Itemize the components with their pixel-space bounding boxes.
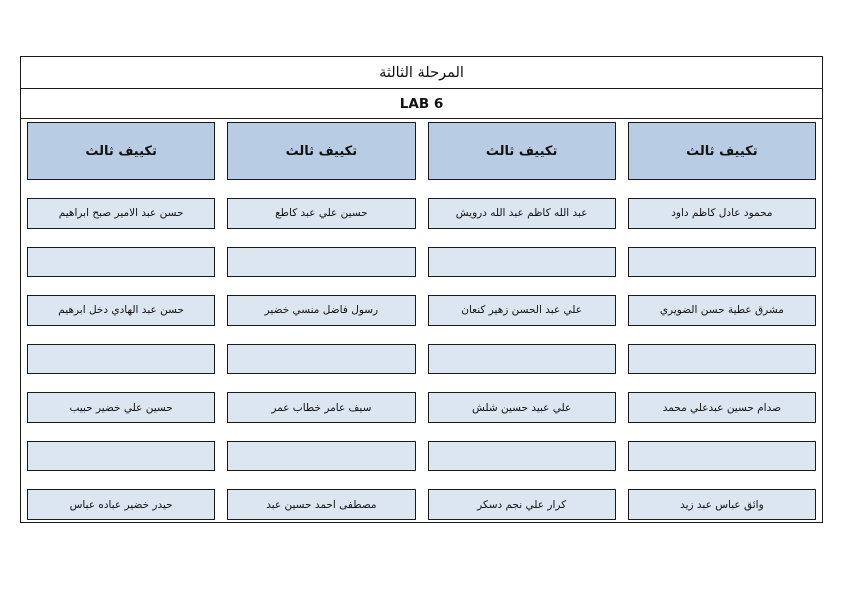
row-gap <box>622 180 822 198</box>
student-name: علي عبد الحسن زهير كنعان <box>461 304 583 317</box>
group-column-2: تكييف ثالث عبد الله كاظم عبد الله درويش … <box>422 119 622 520</box>
row-gap <box>221 423 421 441</box>
student-cell[interactable]: حسن عبد الامير صبح ابراهيم <box>27 198 216 229</box>
student-cell[interactable]: علي عبيد حسين شلش <box>427 392 616 423</box>
student-name: محمود عادل كاظم داود <box>671 207 773 220</box>
student-name: سيف عامر خطاب عمر <box>271 401 372 414</box>
student-cell[interactable] <box>627 343 816 375</box>
row-gap <box>221 326 421 344</box>
student-cell[interactable] <box>627 440 816 472</box>
row-gap <box>422 326 622 344</box>
student-cell[interactable]: صدام حسين عبدعلي محمد <box>627 392 816 423</box>
group-column-1: تكييف ثالث محمود عادل كاظم داود مشرق عطي… <box>622 119 822 520</box>
student-name: عبد الله كاظم عبد الله درويش <box>455 207 588 220</box>
student-name: حسن عبد الهادي دخل ابرهيم <box>58 304 184 317</box>
group-header-label: تكييف ثالث <box>85 143 157 159</box>
row-gap <box>622 471 822 489</box>
row-gap <box>21 326 221 344</box>
student-cell[interactable]: حسين علي خضير حبيب <box>27 392 216 423</box>
row-gap <box>21 471 221 489</box>
row-gap <box>221 374 421 392</box>
row-gap <box>622 229 822 247</box>
student-name: حسن عبد الامير صبح ابراهيم <box>58 207 184 220</box>
row-gap <box>21 180 221 198</box>
row-gap <box>622 374 822 392</box>
student-cell[interactable]: علي عبد الحسن زهير كنعان <box>427 295 616 326</box>
lab-title-row: LAB 6 <box>21 89 822 119</box>
row-gap <box>221 277 421 295</box>
group-header-label: تكييف ثالث <box>285 143 358 159</box>
student-cell[interactable]: مصطفى احمد حسين عبد <box>227 489 416 520</box>
student-cell[interactable]: حيدر خضير عباده عباس <box>27 489 216 520</box>
student-cell[interactable]: وائق عباس عبد زيد <box>627 489 816 520</box>
student-name: وائق عباس عبد زيد <box>680 498 764 511</box>
group-column-3: تكييف ثالث حسين علي عبد كاطع رسول فاضل م… <box>221 119 421 520</box>
student-name: حسين علي عبد كاطع <box>275 207 368 220</box>
group-header-label: تكييف ثالث <box>686 143 758 159</box>
row-gap <box>221 229 421 247</box>
group-header-3: تكييف ثالث <box>227 122 416 181</box>
row-gap <box>422 471 622 489</box>
student-cell[interactable]: كرار علي نجم دسكر <box>427 489 616 520</box>
group-header-4: تكييف ثالث <box>27 122 216 181</box>
page-title: المرحلة الثالثة <box>379 64 464 81</box>
row-gap <box>21 423 221 441</box>
row-gap <box>221 180 421 198</box>
row-gap <box>422 229 622 247</box>
group-column-4: تكييف ثالث حسن عبد الامير صبح ابراهيم حس… <box>21 119 221 520</box>
student-name: مصطفى احمد حسين عبد <box>266 498 377 511</box>
row-gap <box>21 374 221 392</box>
lab-label: LAB 6 <box>399 95 444 112</box>
student-cell[interactable] <box>427 440 616 472</box>
student-cell[interactable]: رسول فاضل منسي خضير <box>227 295 416 326</box>
student-cell[interactable] <box>27 246 216 278</box>
student-cell[interactable]: سيف عامر خطاب عمر <box>227 392 416 423</box>
student-name: علي عبيد حسين شلش <box>471 401 572 414</box>
student-cell[interactable]: مشرق عطية حسن الضويري <box>627 295 816 326</box>
document-title-row: المرحلة الثالثة <box>21 57 822 89</box>
row-gap <box>422 423 622 441</box>
student-name: حيدر خضير عباده عباس <box>69 498 173 511</box>
student-cell[interactable]: حسن عبد الهادي دخل ابرهيم <box>27 295 216 326</box>
student-cell[interactable] <box>227 246 416 278</box>
group-header-1: تكييف ثالث <box>627 122 816 181</box>
row-gap <box>21 277 221 295</box>
row-gap <box>21 229 221 247</box>
row-gap <box>221 471 421 489</box>
student-name: رسول فاضل منسي خضير <box>264 304 379 317</box>
row-gap <box>622 326 822 344</box>
student-cell[interactable] <box>27 343 216 375</box>
student-name: صدام حسين عبدعلي محمد <box>662 401 782 414</box>
row-gap <box>422 180 622 198</box>
student-cell[interactable] <box>227 440 416 472</box>
student-cell[interactable]: حسين علي عبد كاطع <box>227 198 416 229</box>
student-cell[interactable] <box>227 343 416 375</box>
student-cell[interactable] <box>627 246 816 278</box>
student-cell[interactable] <box>427 246 616 278</box>
student-cell[interactable] <box>427 343 616 375</box>
student-cell[interactable]: عبد الله كاظم عبد الله درويش <box>427 198 616 229</box>
row-gap <box>622 277 822 295</box>
row-gap <box>422 374 622 392</box>
student-name: مشرق عطية حسن الضويري <box>659 304 784 317</box>
group-header-2: تكييف ثالث <box>427 122 616 181</box>
group-header-label: تكييف ثالث <box>485 143 558 159</box>
student-cell[interactable] <box>27 440 216 472</box>
student-name: كرار علي نجم دسكر <box>477 498 567 511</box>
row-gap <box>622 423 822 441</box>
row-gap <box>422 277 622 295</box>
roster-table: المرحلة الثالثة LAB 6 تكييف ثالث محمود ع… <box>20 56 823 523</box>
student-cell[interactable]: محمود عادل كاظم داود <box>627 198 816 229</box>
student-name: حسين علي خضير حبيب <box>69 401 173 414</box>
columns-container: تكييف ثالث محمود عادل كاظم داود مشرق عطي… <box>21 119 822 520</box>
